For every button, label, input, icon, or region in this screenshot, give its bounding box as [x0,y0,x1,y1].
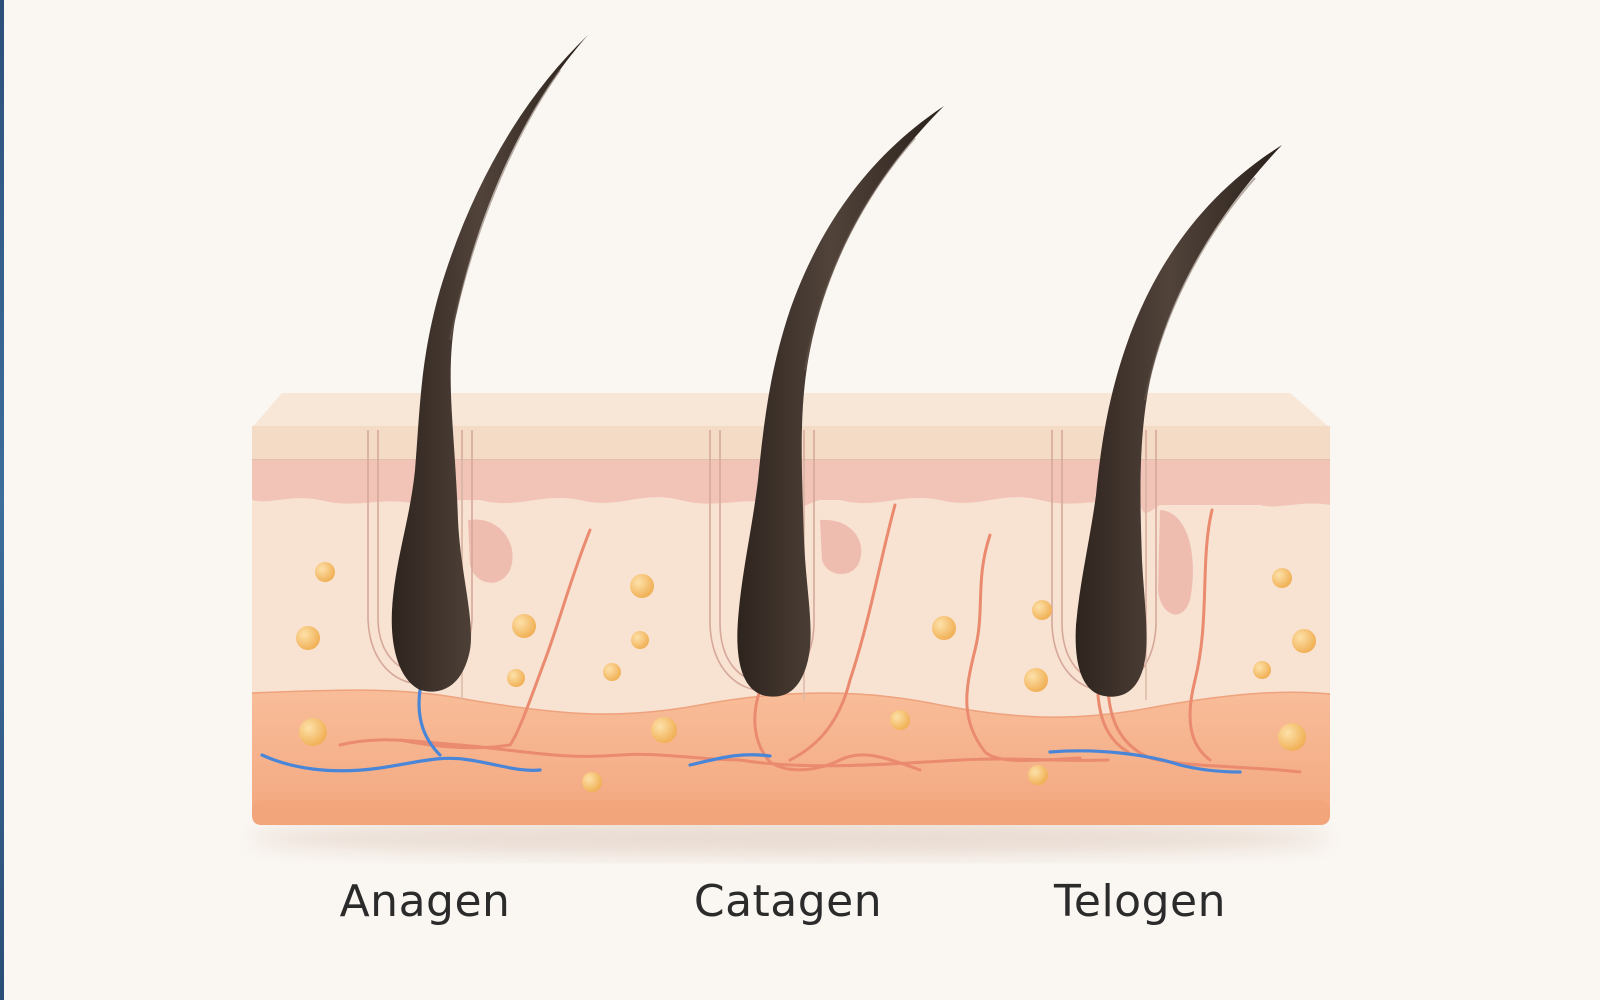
telogen-hair [1075,145,1282,697]
sebaceous-lobe [1158,510,1193,615]
sebaceous-lobe [820,519,862,575]
left-edge-strip [0,0,4,1000]
label-catagen: Catagen [693,876,883,927]
catagen-hair [737,106,944,697]
anagen-hair [391,35,588,692]
label-anagen: Anagen [339,876,511,927]
block-shadow [250,820,1330,856]
fat-globules [296,562,1316,792]
label-telogen: Telogen [1053,876,1226,927]
blood-vessels-blue [260,688,1242,774]
sebaceous-lobe [468,519,513,583]
